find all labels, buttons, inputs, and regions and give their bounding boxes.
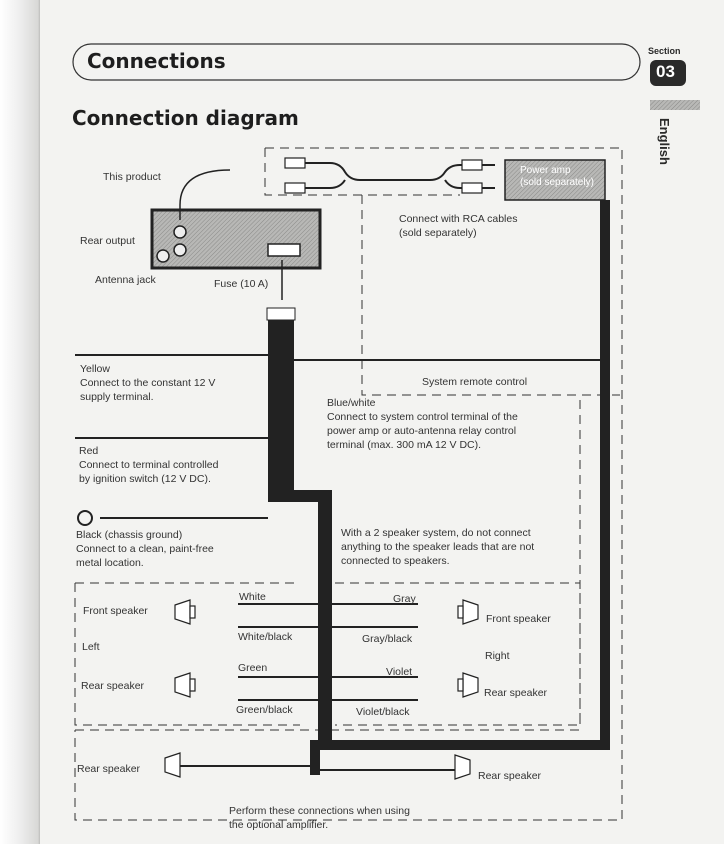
antenna-jack: [156, 249, 170, 263]
violet-wire-label: Violet: [386, 666, 413, 678]
gray-wire-label: Gray: [393, 593, 416, 605]
remote-dashed-box: [361, 195, 620, 396]
section-tab: [650, 60, 686, 86]
head-unit: [150, 208, 322, 270]
outer-right-dashed: [74, 150, 623, 821]
antenna-jack-label: Antenna jack: [95, 274, 156, 286]
black-wire-label: Black (chassis ground) Connect to a clea…: [76, 529, 214, 569]
power-amp-box: [504, 159, 606, 201]
right-speaker-box: [335, 400, 581, 730]
this-product-label: This product: [103, 171, 161, 183]
rca-dashed-box: [264, 147, 620, 196]
red-wire-label: Red Connect to terminal controlled by ig…: [79, 445, 219, 485]
gray-black-wire-label: Gray/black: [362, 633, 413, 645]
left-front-speaker-label: Front speaker: [83, 605, 148, 617]
harness-step: [268, 490, 332, 502]
blue-white-wire-label: Blue/white Connect to system control ter…: [327, 397, 518, 451]
left-speaker-box: [74, 582, 300, 726]
rear-output-jack: [173, 225, 187, 239]
white-wire-label: White: [239, 591, 266, 603]
page-title: Connection diagram: [72, 106, 299, 130]
right-label: Right: [485, 650, 510, 662]
rca-note: Connect with RCA cables (sold separately…: [399, 213, 518, 239]
section-label: Section: [648, 46, 681, 56]
right-front-speaker-label: Front speaker: [486, 613, 551, 625]
fuse-connector: [267, 243, 301, 257]
fuse-label: Fuse (10 A): [214, 278, 269, 290]
harness-lower: [318, 495, 332, 745]
page-binding-edge: [0, 0, 40, 844]
amp-left-rear-speaker-label: Rear speaker: [77, 763, 141, 775]
green-wire-label: Green: [238, 662, 268, 674]
white-black-wire-label: White/black: [238, 631, 293, 643]
amp-note: Perform these connections when using the…: [229, 805, 410, 831]
header-title: Connections: [87, 49, 226, 73]
left-rear-speaker-label: Rear speaker: [81, 680, 145, 692]
amp-right-rear-speaker-label: Rear speaker: [478, 770, 542, 782]
amp-harness-bottom: [310, 740, 610, 750]
green-black-wire-label: Green/black: [236, 704, 293, 716]
right-rear-speaker-label: Rear speaker: [484, 687, 548, 699]
amp-harness-right: [600, 200, 610, 750]
power-amp-label: Power amp (sold separately): [520, 165, 594, 188]
section-number: 03: [656, 62, 675, 81]
language-bar: [650, 100, 700, 110]
rear-output-jack: [173, 243, 187, 257]
two-speaker-note: With a 2 speaker system, do not connect …: [341, 527, 535, 567]
harness-upper: [268, 320, 294, 498]
header-pill: [72, 43, 641, 81]
rear-output-label: Rear output: [80, 235, 135, 247]
ground-lug-icon: [77, 510, 93, 526]
violet-black-wire-label: Violet/black: [356, 706, 410, 718]
language-tab: English: [657, 118, 672, 165]
harness-connector: [266, 307, 296, 321]
system-remote-label: System remote control: [422, 376, 528, 388]
yellow-wire-label: Yellow Connect to the constant 12 V supp…: [80, 363, 216, 403]
speaker-icon: [164, 599, 479, 780]
left-label: Left: [82, 641, 100, 653]
